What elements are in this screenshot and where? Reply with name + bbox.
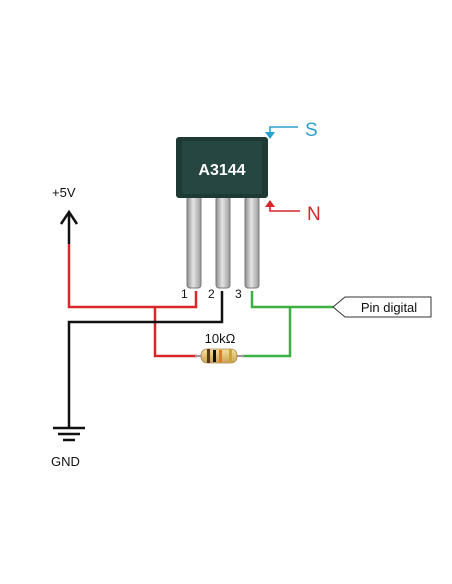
- output-pin-tag: [332, 296, 432, 318]
- north-pole-arrowhead-icon: [265, 200, 275, 207]
- south-pole-arrowhead-icon: [265, 132, 275, 139]
- sensor-leg-1: [186, 195, 202, 289]
- north-pole-label: N: [307, 204, 321, 225]
- resistor-band-3: [219, 350, 222, 362]
- sensor-part-label: A3144: [198, 162, 245, 179]
- sensor-leg-2: [215, 195, 231, 289]
- signal-wire: [250, 291, 333, 309]
- gnd-label: GND: [51, 454, 80, 469]
- sensor-body-highlight: [182, 141, 262, 194]
- sensor-leg-3: [244, 195, 260, 289]
- vcc-arrow-icon: [59, 209, 79, 225]
- vcc-label: +5V: [52, 185, 76, 200]
- resistor-band-1: [207, 349, 210, 363]
- pin-1-label: 1: [181, 287, 188, 301]
- signal-resistor-wire: [242, 307, 292, 358]
- resistor-value-label: 10kΩ: [205, 331, 236, 346]
- pin-2-label: 2: [208, 287, 215, 301]
- gnd-wire: [67, 291, 224, 428]
- vcc-resistor-wire: [153, 307, 197, 358]
- resistor-band-2: [213, 350, 216, 362]
- north-pole-arrow-line: [269, 205, 300, 212]
- pin-3-label: 3: [235, 287, 242, 301]
- resistor-band-4: [229, 349, 232, 363]
- south-pole-label: S: [305, 120, 318, 141]
- vcc-wire: [67, 244, 198, 309]
- south-pole-arrow-line: [269, 126, 298, 134]
- output-pin-label: Pin digital: [361, 300, 417, 315]
